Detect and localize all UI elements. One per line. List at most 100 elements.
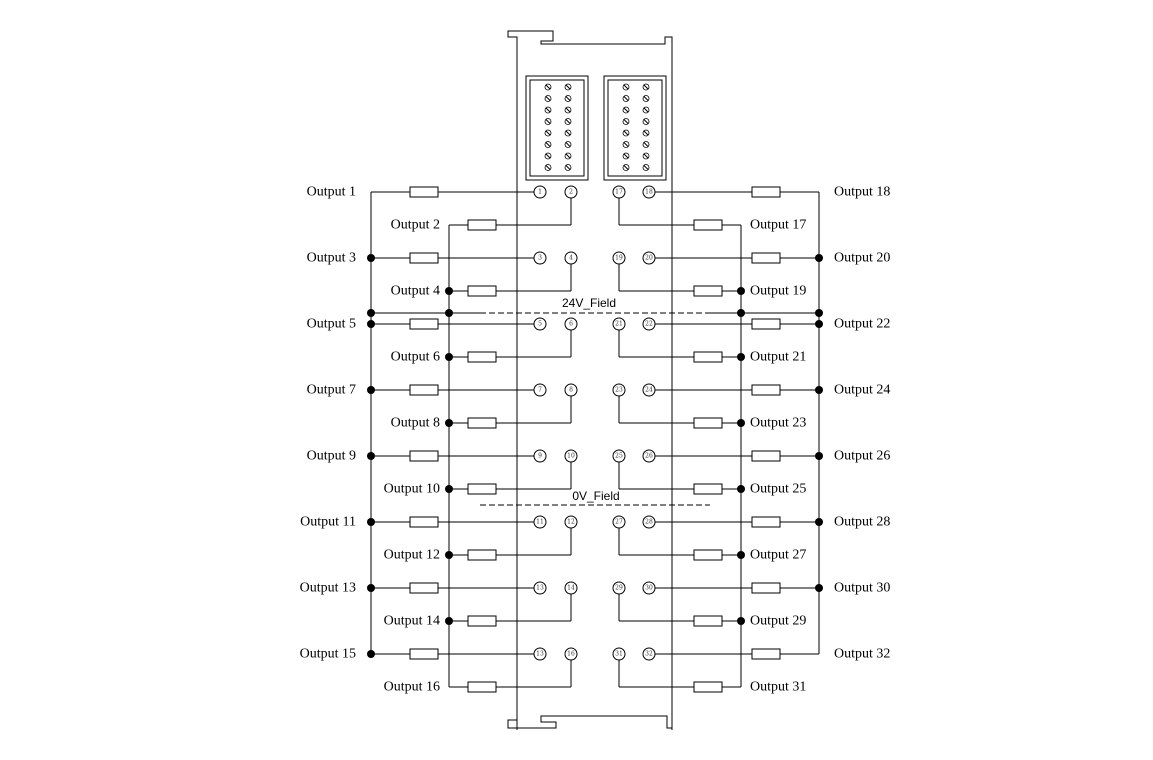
terminal-number: 6: [569, 321, 573, 328]
resistor-icon: [409, 384, 439, 396]
output-label: Output 18: [834, 185, 890, 200]
resistor-icon: [751, 186, 781, 198]
terminal-icon: [642, 581, 656, 595]
output-label: Output 30: [834, 581, 890, 596]
output-label: Output 14: [384, 614, 440, 629]
junction-dot: [367, 650, 375, 658]
terminal-icon: [612, 317, 626, 331]
left-output-1: 1 Output 1: [307, 185, 547, 200]
terminal-number: 3: [538, 255, 542, 262]
resistor-icon: [467, 417, 497, 429]
terminal-number: 2: [569, 189, 573, 196]
led-icon-mark: [545, 107, 551, 113]
junction-dot: [737, 287, 745, 295]
junction-dot: [737, 353, 745, 361]
output-label: Output 13: [300, 581, 356, 596]
led-icon-mark: [643, 153, 649, 159]
resistor-icon: [693, 483, 723, 495]
junction-dot: [445, 287, 453, 295]
terminal-icon: [564, 383, 578, 397]
terminal-icon: [642, 251, 656, 265]
right-output-18: 18 Output 18: [642, 185, 890, 200]
output-label: Output 1: [307, 185, 356, 200]
led-icon-mark: [545, 165, 551, 170]
led-icon-mark: [545, 84, 551, 90]
terminal-number: 12: [567, 519, 575, 526]
module-top-rail: [507, 30, 673, 730]
terminal-icon: [533, 515, 547, 529]
led-block-inner: [607, 79, 663, 177]
output-label: Output 6: [391, 350, 440, 365]
output-label: Output 9: [307, 449, 356, 464]
resistor-icon: [467, 351, 497, 363]
terminal-number: 20: [645, 255, 653, 262]
resistor-icon: [467, 483, 497, 495]
resistor-icon: [751, 384, 781, 396]
terminal-number: 7: [538, 387, 542, 394]
junction-dot: [367, 386, 375, 394]
junction-dot: [815, 386, 823, 394]
junction-dot: [815, 452, 823, 460]
terminal-icon: [564, 251, 578, 265]
resistor-icon: [693, 285, 723, 297]
terminal-icon: [533, 581, 547, 595]
output-label: Output 17: [750, 218, 806, 233]
terminal-icon: [533, 383, 547, 397]
resistor-icon: [409, 648, 439, 660]
output-label: Output 2: [391, 218, 440, 233]
terminal-icon: [642, 317, 656, 331]
terminal-icon: [564, 647, 578, 661]
led-icon-mark: [545, 142, 551, 147]
resistor-icon: [409, 450, 439, 462]
output-label: Output 19: [750, 284, 806, 299]
led-icon-mark: [643, 119, 649, 124]
left-output-3: 3 Output 3: [307, 251, 547, 266]
terminal-number: 18: [645, 189, 653, 196]
terminal-number: 27: [615, 519, 623, 526]
terminal-number: 5: [538, 321, 542, 328]
led-icon-mark: [565, 84, 571, 90]
resistor-icon: [409, 318, 439, 330]
led-icon-mark: [623, 96, 629, 101]
led-icon-mark: [565, 107, 571, 113]
led-icon-mark: [643, 96, 649, 101]
junction-dot: [737, 309, 745, 317]
terminal-icon: [612, 647, 626, 661]
terminal-number: 13: [536, 585, 544, 592]
output-label: Output 16: [384, 680, 440, 695]
junction-dot: [815, 320, 823, 328]
junction-dot: [367, 254, 375, 262]
terminal-number: 10: [567, 453, 575, 460]
led-icon-mark: [643, 130, 649, 136]
resistor-icon: [409, 582, 439, 594]
terminal-icon: [564, 317, 578, 331]
junction-dot: [815, 518, 823, 526]
terminal-number: 1: [538, 189, 542, 196]
junction-dot: [445, 617, 453, 625]
terminal-icon: [612, 185, 626, 199]
junction-dot: [815, 309, 823, 317]
led-icon-mark: [643, 142, 649, 147]
output-label: Output 27: [750, 548, 806, 563]
resistor-icon: [409, 252, 439, 264]
led-icon-mark: [545, 130, 551, 136]
resistor-icon: [693, 615, 723, 627]
left-output-9: 9 Output 9: [307, 449, 547, 464]
junction-dot: [445, 485, 453, 493]
junction-dot: [737, 617, 745, 625]
terminal-icon: [564, 185, 578, 199]
terminal-number: 9: [538, 453, 542, 460]
output-label: Output 3: [307, 251, 356, 266]
output-label: Output 11: [300, 515, 356, 530]
